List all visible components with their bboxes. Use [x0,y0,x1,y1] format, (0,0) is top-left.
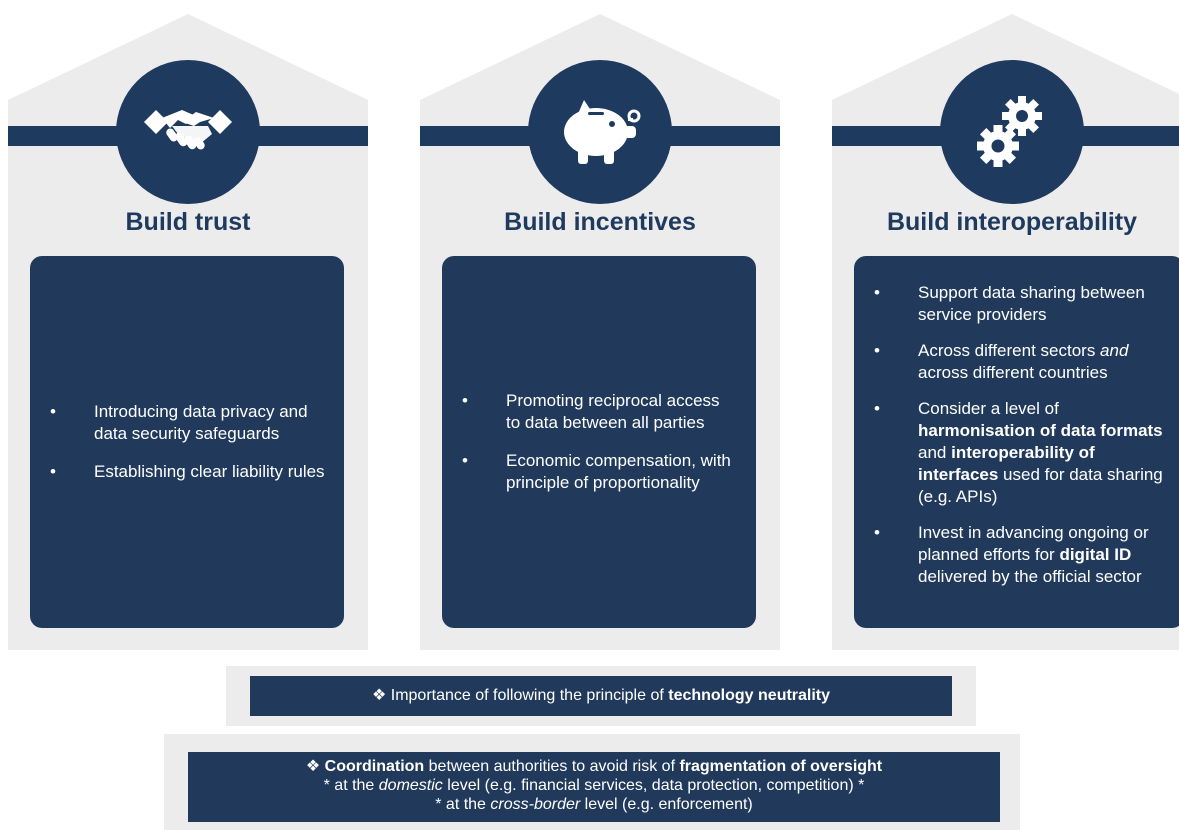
diamond-bullet-icon: ❖ [305,758,321,775]
bullet-list: Introducing data privacy and data securi… [50,401,326,483]
bullet-item: Across different sectors and across diff… [874,340,1166,384]
text-run: Promoting reciprocal access to data betw… [506,391,720,432]
bullet-item: Consider a level of harmonisation of dat… [874,398,1166,508]
bullet-list: Support data sharing between service pro… [874,282,1166,602]
text-run: delivered by the official sector [918,567,1142,586]
diamond-bullet-icon: ❖ [371,687,387,704]
neutrality-text: Importance of following the principle of [390,687,669,704]
bullet-item: Economic compensation, with principle of… [462,450,738,494]
handshake-icon [144,110,232,150]
text-run: Coordination [324,758,425,775]
pillar-title: Build trust [125,208,251,236]
bullet-item: Establishing clear liability rules [50,461,326,483]
pillar-panel: Promoting reciprocal access to data betw… [442,256,756,628]
pillar-title: Build interoperability [886,208,1138,236]
text-run: and [918,443,952,462]
coordination-line-1: ❖ Coordination between authorities to av… [188,757,1000,776]
text-run: interoperability of interfaces [918,443,1095,484]
text-run: Invest in advancing ongoing or planned e… [918,523,1149,564]
text-run: level (e.g. financial services, data pro… [442,777,865,794]
text-run: * at the [435,796,491,813]
text-run: Consider a level of [918,399,1059,418]
neutrality-bold: technology neutrality [668,687,831,704]
bullet-item: Promoting reciprocal access to data betw… [462,390,738,434]
pillar-build-interoperability: Build interoperability Support data shar… [832,0,1179,650]
text-run: level (e.g. enforcement) [580,796,753,813]
text-run: and [1100,341,1129,360]
icon-circle [116,60,260,204]
text-run: used for data sharing (e.g. APIs) [918,465,1163,506]
pillar-build-incentives: Build incentives Promoting reciprocal ac… [420,0,780,650]
text-run: Introducing data privacy and data securi… [94,402,308,443]
gears-icon [977,96,1042,167]
coordination-line-2: * at the domestic level (e.g. financial … [188,776,1000,795]
text-run: cross-border [490,796,581,813]
bullet-item: Support data sharing between service pro… [874,282,1166,326]
neutrality-bar: ❖ Importance of following the principle … [250,676,952,716]
pillar-build-trust: Build trust Introducing data privacy and… [8,0,368,650]
pillar-panel: Introducing data privacy and data securi… [30,256,344,628]
text-run: domestic [378,777,443,794]
pillar-panel: Support data sharing between service pro… [854,256,1179,628]
text-run: Establishing clear liability rules [94,462,325,481]
text-run: between authorities to avoid risk of [424,758,680,775]
pillar-title: Build incentives [504,208,696,236]
bullet-list: Promoting reciprocal access to data betw… [462,390,738,494]
bullet-item: Invest in advancing ongoing or planned e… [874,522,1166,588]
icon-circle [528,60,672,204]
text-run: fragmentation of oversight [679,758,883,775]
text-run: * at the [323,777,379,794]
bullet-item: Introducing data privacy and data securi… [50,401,326,445]
text-run: Economic compensation, with principle of… [506,451,731,492]
coordination-line-1-text: Coordination between authorities to avoi… [325,758,882,775]
text-run: harmonisation of data formats [918,421,1163,440]
coordination-bar: ❖ Coordination between authorities to av… [188,752,1000,822]
coordination-line-3: * at the cross-border level (e.g. enforc… [188,795,1000,814]
piggy-bank-icon [564,100,641,164]
text-run: digital ID [1059,545,1132,564]
icon-circle [940,60,1084,204]
text-run: Across different sectors [918,341,1101,360]
text-run: across different countries [918,363,1108,382]
text-run: Support data sharing between service pro… [918,283,1145,324]
